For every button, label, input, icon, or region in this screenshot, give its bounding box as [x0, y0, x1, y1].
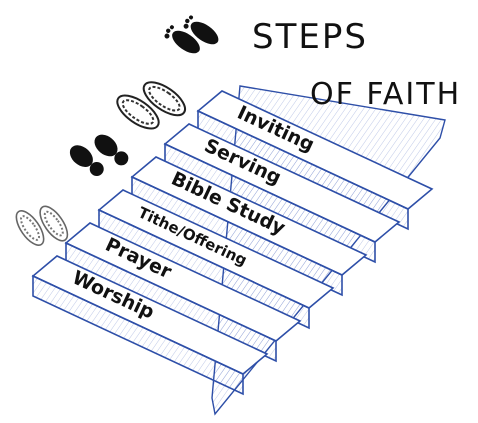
step-riser [98, 208, 310, 330]
stair-step: Serving [163, 123, 401, 264]
title-block: STEPS OF FAITH [252, 17, 461, 112]
step-riser [32, 274, 244, 396]
step-riser [164, 142, 376, 264]
sneaker-prints-icon [116, 81, 187, 130]
light-sneaker-prints-icon [15, 205, 69, 246]
stair-step: Worship [31, 255, 269, 396]
title-line-2: OF FAITH [310, 77, 461, 112]
bare-feet-icon [164, 15, 219, 54]
title-line-1: STEPS [252, 17, 368, 57]
step-riser [197, 109, 409, 231]
step-riser [65, 241, 277, 363]
step-riser [131, 175, 343, 297]
boot-prints-icon [69, 134, 129, 176]
footprints [15, 15, 219, 246]
